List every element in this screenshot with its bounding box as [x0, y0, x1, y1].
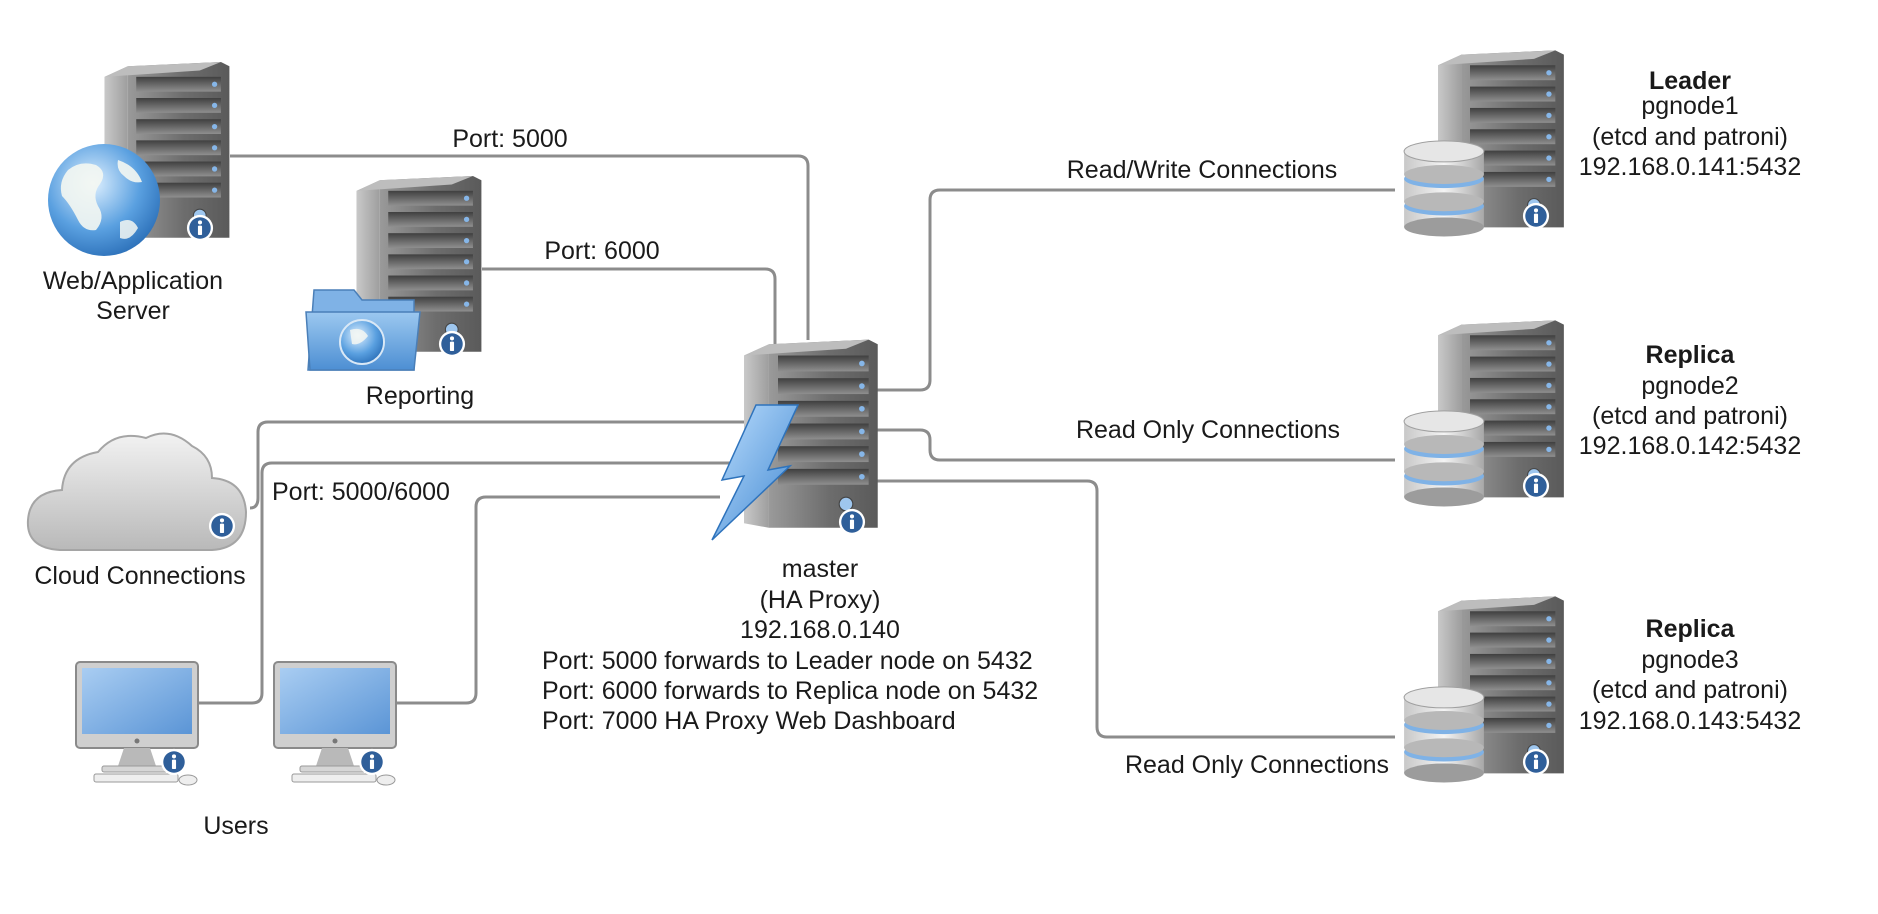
master-note: Port: 5000 forwards to Leader node on 54… — [542, 647, 1033, 675]
port-label-users: Port: 5000/6000 — [272, 478, 450, 506]
info-badge-icon[interactable] — [358, 748, 386, 776]
cloud-icon — [26, 432, 248, 551]
master-haproxy-server[interactable]: master (HA Proxy) 192.168.0.140 Port: 50… — [542, 339, 1038, 735]
wire-master-to-replica2 — [872, 479, 1395, 739]
reporting-label: Reporting — [366, 382, 474, 410]
web-application-server[interactable]: Web/Application Server — [43, 62, 230, 325]
connection-wires — [194, 154, 1395, 739]
info-badge-icon[interactable] — [160, 748, 188, 776]
node-role: Leader — [1649, 67, 1731, 95]
node-detail: (etcd and patroni) — [1592, 402, 1788, 430]
reporting-server[interactable]: Reporting — [305, 176, 482, 410]
web-server-label-line2: Server — [96, 297, 170, 325]
info-badge-icon[interactable] — [838, 508, 866, 536]
connection-label-leader: Read/Write Connections — [1067, 156, 1338, 184]
port-label-reporting: Port: 6000 — [544, 237, 659, 265]
node-name: pgnode1 — [1641, 92, 1738, 120]
node-address: 192.168.0.141:5432 — [1579, 153, 1801, 181]
port-label-web: Port: 5000 — [452, 125, 567, 153]
wire-reporting-to-master — [482, 267, 777, 345]
node-role: Replica — [1646, 341, 1736, 369]
folder-globe-icon — [305, 289, 421, 371]
info-badge-icon[interactable] — [1522, 202, 1550, 230]
node-detail: (etcd and patroni) — [1592, 123, 1788, 151]
wire-master-to-leader — [872, 188, 1395, 392]
node-name: pgnode2 — [1641, 372, 1738, 400]
users-label: Users — [203, 812, 268, 840]
connection-label-replica2: Read Only Connections — [1125, 751, 1389, 779]
wire-cloud-to-master — [249, 420, 745, 510]
wire-user1-to-master — [194, 461, 732, 705]
database-icon — [1403, 686, 1485, 784]
master-ip: 192.168.0.140 — [740, 616, 900, 644]
info-badge-icon[interactable] — [1522, 472, 1550, 500]
lightning-icon — [711, 404, 800, 541]
info-badge-icon[interactable] — [208, 512, 236, 540]
info-badge-icon[interactable] — [186, 214, 214, 242]
database-icon — [1403, 410, 1485, 508]
info-badge-icon[interactable] — [1522, 748, 1550, 776]
web-server-label-line1: Web/Application — [43, 267, 223, 295]
node-role: Replica — [1646, 615, 1736, 643]
cloud-label: Cloud Connections — [34, 562, 245, 590]
pgnode-leader[interactable]: Leader pgnode1 (etcd and patroni) 192.16… — [1403, 49, 1801, 237]
master-note: Port: 6000 forwards to Replica node on 5… — [542, 677, 1038, 705]
node-address: 192.168.0.142:5432 — [1579, 432, 1801, 460]
master-name: master — [782, 555, 858, 583]
pgnode-replica-1[interactable]: Replica pgnode2 (etcd and patroni) 192.1… — [1403, 319, 1801, 508]
node-detail: (etcd and patroni) — [1592, 676, 1788, 704]
pgnode-replica-2[interactable]: Replica pgnode3 (etcd and patroni) 192.1… — [1403, 595, 1801, 784]
wire-web-to-master — [230, 154, 810, 340]
wire-master-to-replica1 — [872, 428, 1395, 462]
master-role: (HA Proxy) — [760, 586, 881, 614]
wire-user2-to-master — [392, 495, 720, 705]
globe-icon — [48, 144, 160, 256]
users[interactable]: Users — [75, 661, 397, 840]
master-note: Port: 7000 HA Proxy Web Dashboard — [542, 707, 956, 735]
info-badge-icon[interactable] — [438, 330, 466, 358]
database-icon — [1403, 140, 1485, 237]
connection-label-replica1: Read Only Connections — [1076, 416, 1340, 444]
node-address: 192.168.0.143:5432 — [1579, 707, 1801, 735]
node-name: pgnode3 — [1641, 646, 1738, 674]
cloud-connections[interactable]: Cloud Connections — [26, 432, 248, 591]
